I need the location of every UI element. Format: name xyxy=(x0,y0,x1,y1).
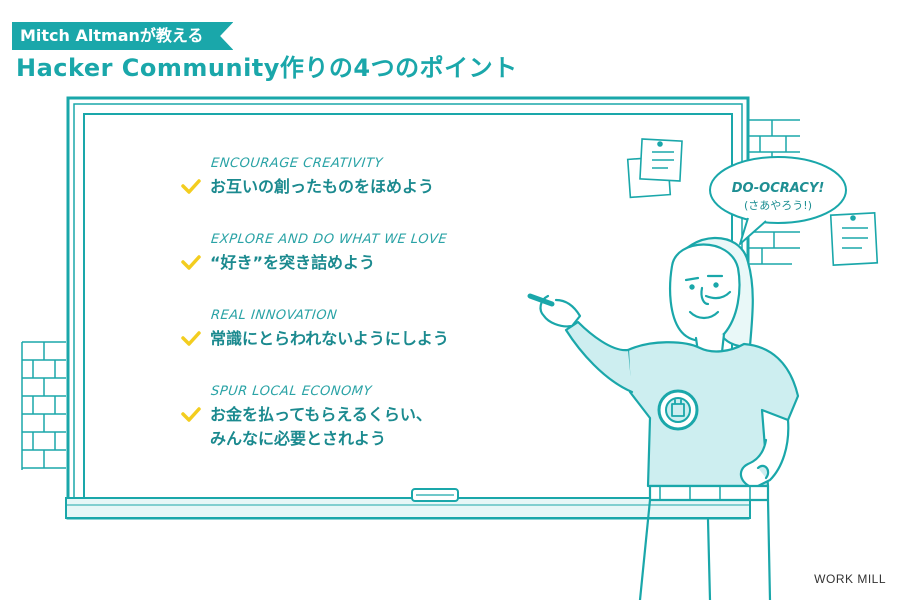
check-icon xyxy=(181,255,201,270)
header-ribbon: Mitch Altmanが教える xyxy=(12,22,234,50)
person-figure xyxy=(527,236,800,600)
point-heading: EXPLORE AND DO WHAT WE LOVE xyxy=(210,232,448,247)
point-item-1: ENCOURAGE CREATIVITY お互いの創ったものをほめよう xyxy=(180,156,434,199)
check-icon xyxy=(181,179,201,194)
check-icon xyxy=(181,407,201,422)
point-item-4: SPUR LOCAL ECONOMY お金を払ってもらえるくらい、 みんなに必要… xyxy=(180,384,432,451)
point-heading: ENCOURAGE CREATIVITY xyxy=(210,156,384,171)
robot-logo-icon xyxy=(657,389,699,431)
sticky-note-icon xyxy=(829,212,879,266)
speech-bubble-icon xyxy=(709,156,847,245)
left-brick-wall xyxy=(21,341,66,470)
point-heading: SPUR LOCAL ECONOMY xyxy=(210,384,373,399)
point-text: お互いの創ったものをほめよう xyxy=(210,177,435,196)
ribbon-label: Mitch Altmanが教える xyxy=(20,26,204,45)
bubble-sub: (さあやろう!) xyxy=(744,199,812,212)
point-text: 常識にとらわれないようにしよう xyxy=(210,329,449,348)
credit-label: WORK MILL xyxy=(814,572,886,586)
point-text: “好き”を突き詰めよう xyxy=(210,253,376,272)
point-heading: REAL INNOVATION xyxy=(210,308,339,323)
speech-bubble-text: DO-OCRACY! (さあやろう!) xyxy=(718,180,838,214)
sticky-note-icon xyxy=(626,138,683,199)
bubble-main: DO-OCRACY! xyxy=(731,181,825,196)
check-icon xyxy=(181,331,201,346)
point-item-3: REAL INNOVATION 常識にとらわれないようにしよう xyxy=(180,308,449,351)
chalk-eraser-icon xyxy=(411,488,459,502)
right-brick-wall xyxy=(748,119,800,265)
page-title: Hacker Community作りの4つのポイント xyxy=(16,54,518,82)
point-text: お金を払ってもらえるくらい、 みんなに必要とされよう xyxy=(210,405,432,448)
point-item-2: EXPLORE AND DO WHAT WE LOVE “好き”を突き詰めよう xyxy=(180,232,448,275)
